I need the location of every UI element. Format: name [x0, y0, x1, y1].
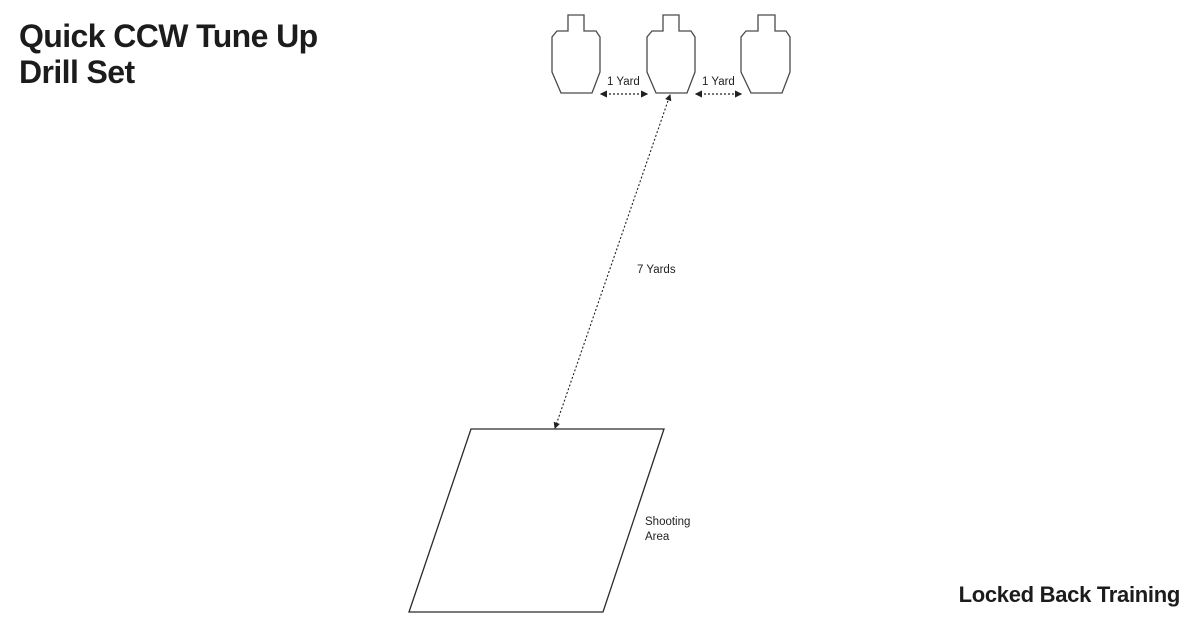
shooting-area-shape [408, 428, 665, 613]
target-left-icon [551, 14, 601, 94]
distance-arrow [553, 93, 672, 430]
spacing-label-1: 1 Yard [607, 76, 640, 88]
shooting-area-label-1: Shooting [645, 516, 690, 528]
title-line-1: Quick CCW Tune Up [19, 18, 318, 54]
page-title: Quick CCW Tune Up Drill Set [19, 18, 318, 90]
title-line-2: Drill Set [19, 54, 135, 90]
target-right-icon [740, 14, 791, 94]
distance-label: 7 Yards [637, 264, 676, 276]
spacing-label-2: 1 Yard [702, 76, 735, 88]
brand-name: Locked Back Training [958, 582, 1181, 607]
target-center-icon [646, 14, 696, 94]
shooting-area-label-2: Area [645, 531, 670, 543]
